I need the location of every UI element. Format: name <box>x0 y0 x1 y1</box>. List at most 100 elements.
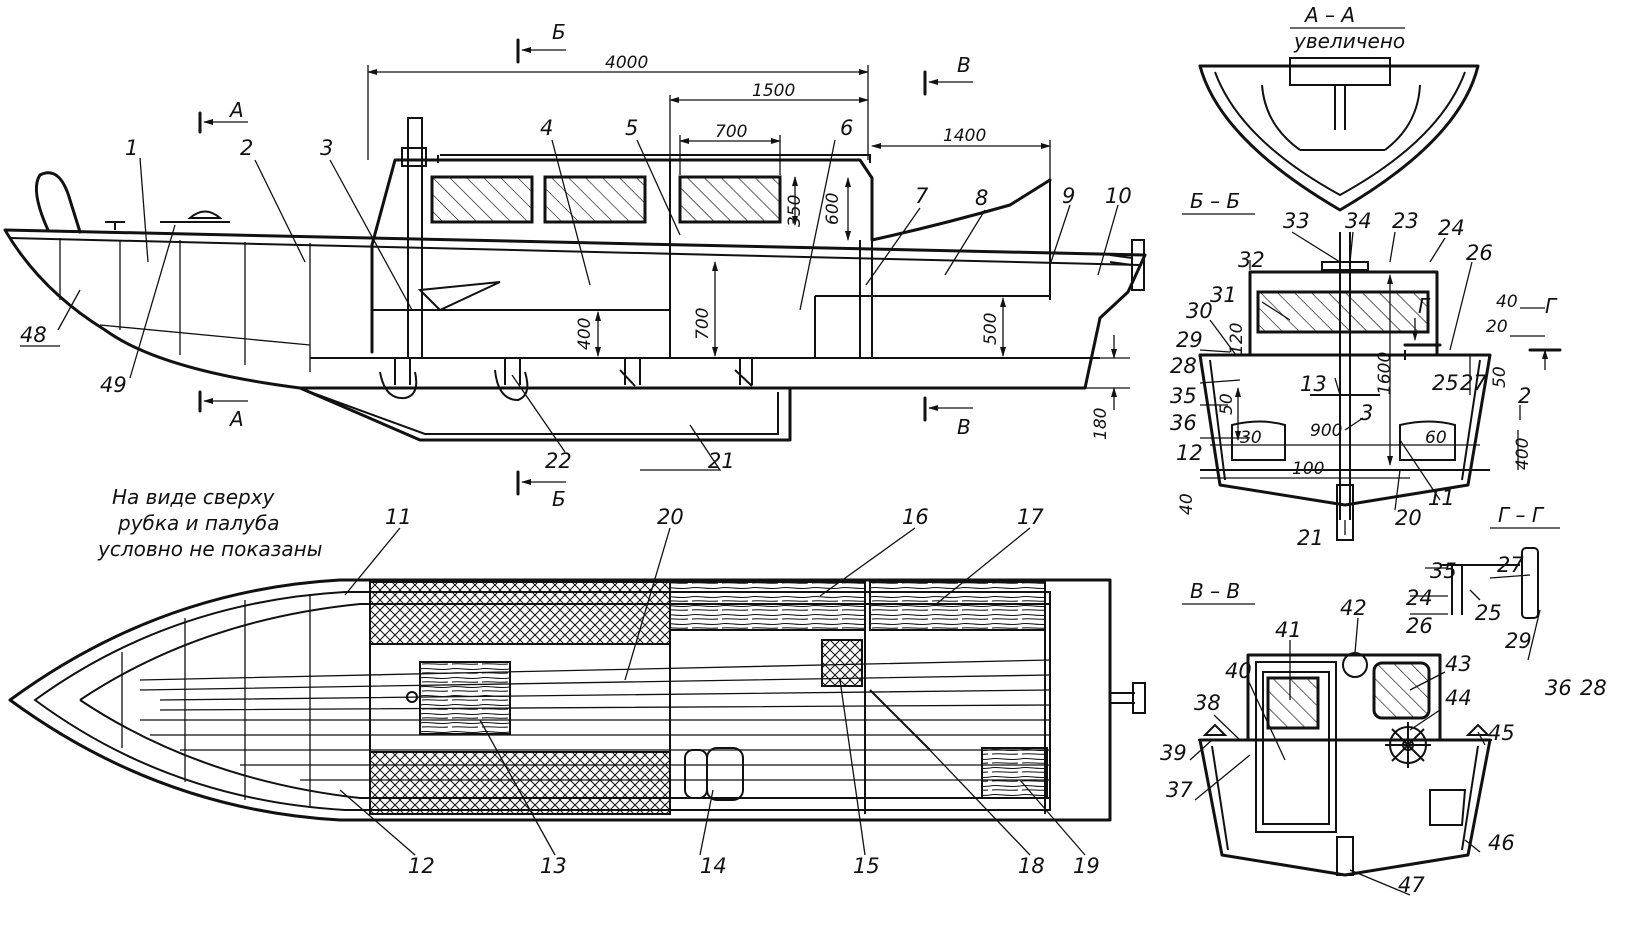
dim-700-width: 700 <box>715 122 747 142</box>
vv-label-43: 43 <box>1445 652 1472 676</box>
label-12: 12 <box>408 854 435 878</box>
section-GG-title: Г – Г <box>1498 503 1545 527</box>
label-4: 4 <box>540 116 553 140</box>
vv-label-37: 37 <box>1166 778 1193 802</box>
dim-350: 350 <box>785 195 805 227</box>
bb-label-12: 12 <box>1176 441 1203 465</box>
svg-text:В: В <box>957 53 971 77</box>
dim-1500: 1500 <box>752 81 795 101</box>
label-11: 11 <box>385 505 412 529</box>
label-49: 49 <box>100 373 127 397</box>
bb-dim-1600: 1600 <box>1375 352 1395 395</box>
label-16: 16 <box>902 505 929 529</box>
svg-text:Г: Г <box>1545 294 1558 318</box>
svg-text:Г: Г <box>1418 294 1431 318</box>
bb-label-35: 35 <box>1170 384 1197 408</box>
cabin-window <box>430 175 534 224</box>
label-15: 15 <box>853 854 880 878</box>
bb-label-25: 25 <box>1432 371 1459 395</box>
bb-label-11: 11 <box>1428 486 1455 510</box>
section-mark-A-bottom: А <box>198 390 248 431</box>
section-VV: В – В 42 41 43 40 44 <box>1160 579 1515 897</box>
section-mark-B-bottom: Б <box>516 470 566 511</box>
bb-dim-40: 40 <box>1177 493 1197 515</box>
vv-label-46: 46 <box>1488 831 1515 855</box>
svg-text:рубка и палуба: рубка и палуба <box>117 511 279 535</box>
label-17: 17 <box>1017 505 1044 529</box>
vv-label-44: 44 <box>1445 686 1472 710</box>
bb-label-34: 34 <box>1345 209 1372 233</box>
gg-label-35: 35 <box>1430 559 1457 583</box>
seat-mesh <box>369 751 671 815</box>
section-AA-subtitle: увеличено <box>1293 29 1405 53</box>
plan-note: На виде сверху рубка и палуба условно не… <box>97 485 322 561</box>
bb-label-23: 23 <box>1392 209 1419 233</box>
label-7: 7 <box>915 184 929 208</box>
seat-mesh <box>369 581 671 645</box>
svg-text:условно не показаны: условно не показаны <box>97 537 322 561</box>
gg-label-29: 29 <box>1505 629 1532 653</box>
label-9: 9 <box>1062 184 1075 208</box>
section-AA-title: А – А <box>1303 3 1355 27</box>
label-10: 10 <box>1105 184 1132 208</box>
label-21: 21 <box>708 449 735 473</box>
wood-board <box>669 581 866 631</box>
bb-label-31: 31 <box>1210 283 1237 307</box>
bb-label-21: 21 <box>1297 526 1324 550</box>
wood-board <box>869 581 1046 631</box>
svg-text:А: А <box>228 407 244 431</box>
vv-label-45: 45 <box>1488 721 1515 745</box>
wood-box <box>981 747 1048 799</box>
side-view: 4000 1500 700 1400 350 600 700 400 500 1… <box>3 20 1147 511</box>
section-mark-B-top: Б <box>516 20 566 64</box>
section-GG: Г – Г 35 27 24 26 25 29 36 28 <box>1406 503 1607 700</box>
label-3: 3 <box>320 136 333 160</box>
steering-wheel-icon <box>1385 722 1431 768</box>
wood-hatch <box>419 661 511 735</box>
label-19: 19 <box>1073 854 1100 878</box>
bb-label-27: 27 <box>1460 371 1487 395</box>
svg-text:В: В <box>957 415 971 439</box>
bb-label-32: 32 <box>1238 248 1265 272</box>
section-mark-V-top: В <box>923 53 973 96</box>
bb-label-29: 29 <box>1176 328 1203 352</box>
gg-dim-20: 20 <box>1486 317 1508 337</box>
bb-dim-120: 120 <box>1227 323 1247 355</box>
vv-label-42: 42 <box>1340 596 1367 620</box>
label-8: 8 <box>975 186 988 210</box>
bb-label-3: 3 <box>1360 401 1373 425</box>
section-mark-A-top: А <box>198 98 248 134</box>
vv-label-47: 47 <box>1398 873 1425 897</box>
section-BB: Б – Б 120 1600 50 50 30 900 <box>1170 189 1562 550</box>
label-6: 6 <box>840 116 853 140</box>
bb-label-36: 36 <box>1170 411 1197 435</box>
bb-label-30: 30 <box>1186 299 1213 323</box>
svg-text:На виде сверху: На виде сверху <box>112 485 276 509</box>
svg-text:Б: Б <box>552 487 566 511</box>
section-BB-title: Б – Б <box>1190 189 1240 213</box>
gg-label-36: 36 <box>1545 676 1572 700</box>
bb-label-24: 24 <box>1438 216 1465 240</box>
section-mark-V-bottom: В <box>923 396 973 439</box>
bb-dim-900: 900 <box>1310 421 1342 441</box>
cabin-window <box>678 175 782 224</box>
dim-500: 500 <box>981 313 1001 345</box>
gg-label-28: 28 <box>1580 676 1607 700</box>
dim-600: 600 <box>823 193 843 225</box>
vv-window-left <box>1266 676 1320 730</box>
label-1: 1 <box>125 136 138 160</box>
dim-400: 400 <box>575 318 595 350</box>
bb-label-2: 2 <box>1518 384 1531 408</box>
section-mark-G: Г Г <box>1403 294 1562 370</box>
section-AA: А – А увеличено <box>1198 3 1480 212</box>
label-48: 48 <box>20 323 47 347</box>
gg-label-27: 27 <box>1497 553 1524 577</box>
cabin-window <box>543 175 647 224</box>
bb-dim-50a: 50 <box>1217 393 1237 415</box>
label-14: 14 <box>700 854 727 878</box>
seat-mesh <box>821 639 863 687</box>
vv-label-41: 41 <box>1275 618 1302 642</box>
bb-label-20: 20 <box>1395 506 1422 530</box>
bb-dim-30: 30 <box>1240 428 1262 448</box>
bb-label-28: 28 <box>1170 354 1197 378</box>
